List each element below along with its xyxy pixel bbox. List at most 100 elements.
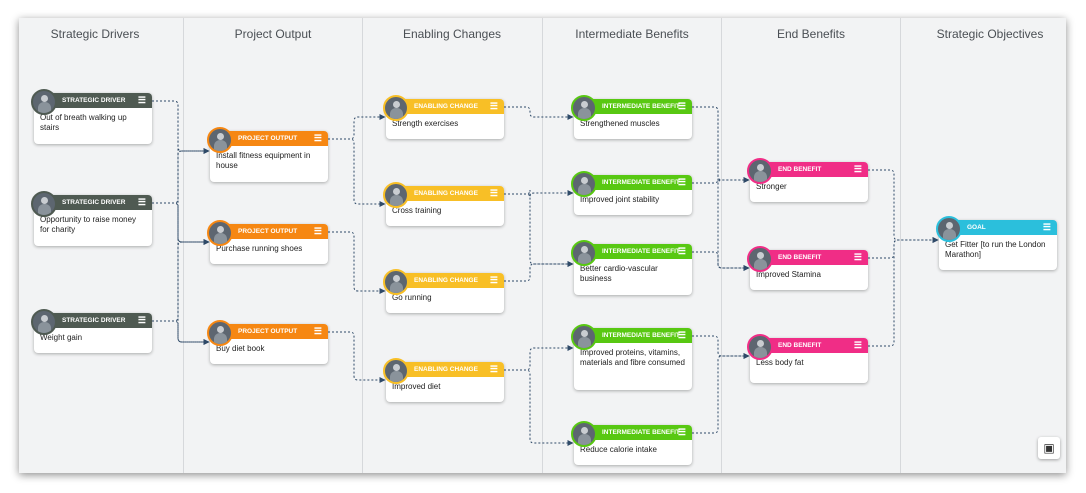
node-type-text: Intermediate Benefit bbox=[602, 103, 680, 110]
avatar bbox=[207, 220, 233, 246]
connector-sd3-po3 bbox=[152, 320, 210, 345]
avatar bbox=[383, 95, 409, 121]
avatar bbox=[571, 324, 597, 350]
connector-sd2-po1 bbox=[152, 148, 210, 204]
node-type-text: End Benefit bbox=[778, 166, 822, 173]
hamburger-menu-icon[interactable]: ☰ bbox=[489, 364, 498, 374]
node-text: Better cardio-vascular business bbox=[580, 264, 658, 283]
node-type-label: Intermediate Benefit☰ bbox=[574, 425, 692, 440]
avatar bbox=[571, 421, 597, 447]
column-title-strategic-objectives: Strategic Objectives bbox=[936, 27, 1044, 41]
connector-po2-ec3 bbox=[328, 231, 386, 294]
column-divider bbox=[721, 18, 722, 473]
node-intermediate-benefit[interactable]: Intermediate Benefit☰ Reduce calorie inta… bbox=[571, 421, 692, 465]
node-text: Get Fitter [to run the London Marathon] bbox=[945, 240, 1046, 259]
node-end-benefit[interactable]: End Benefit☰Less body fat bbox=[747, 334, 868, 383]
hamburger-menu-icon[interactable]: ☰ bbox=[489, 275, 498, 285]
avatar bbox=[936, 216, 962, 242]
node-text: Go running bbox=[392, 293, 432, 302]
node-project-output[interactable]: Project Output ☰ Purchase running shoes bbox=[207, 220, 328, 264]
node-text: Purchase running shoes bbox=[216, 244, 303, 253]
hamburger-menu-icon[interactable]: ☰ bbox=[137, 95, 146, 105]
node-goal[interactable]: Goal☰Get Fitter [to run the London Marat… bbox=[936, 216, 1057, 270]
column-title-intermediate-benefits: Intermediate Benefits bbox=[575, 27, 689, 41]
hamburger-menu-icon[interactable]: ☰ bbox=[1042, 222, 1051, 232]
hamburger-menu-icon[interactable]: ☰ bbox=[677, 330, 686, 340]
node-type-text: Intermediate Benefit bbox=[602, 248, 680, 255]
column-divider bbox=[542, 18, 543, 473]
hamburger-menu-icon[interactable]: ☰ bbox=[677, 427, 686, 437]
connector-ec1-ib1 bbox=[504, 106, 574, 120]
node-type-label: Strategic Driver ☰ bbox=[34, 313, 152, 328]
connector-ec2-ib2 bbox=[504, 189, 574, 198]
node-text: Cross training bbox=[392, 206, 442, 215]
node-type-label: Enabling Change ☰ bbox=[386, 362, 504, 377]
hamburger-menu-icon[interactable]: ☰ bbox=[313, 226, 322, 236]
connector-eb2-g1 bbox=[868, 237, 939, 259]
node-type-text: Strategic Driver bbox=[62, 317, 126, 324]
connector-ib1-eb1 bbox=[692, 106, 750, 183]
node-intermediate-benefit[interactable]: Intermediate Benefit☰Improved joint stab… bbox=[571, 171, 692, 215]
column-title-enabling-changes: Enabling Changes bbox=[402, 27, 502, 41]
connector-ec2-ib3 bbox=[504, 193, 574, 267]
hamburger-menu-icon[interactable]: ☰ bbox=[313, 133, 322, 143]
node-intermediate-benefit[interactable]: Intermediate Benefit☰ Improved proteins, … bbox=[571, 324, 692, 390]
node-enabling-change[interactable]: Enabling Change☰Improved diet bbox=[383, 358, 504, 402]
node-strategic-driver[interactable]: Strategic Driver☰Weight gain bbox=[31, 309, 152, 353]
node-type-text: End Benefit bbox=[778, 254, 822, 261]
node-project-output[interactable]: Project Output☰Install fitness equipment… bbox=[207, 127, 328, 182]
node-type-text: Enabling Change bbox=[414, 366, 478, 373]
connector-eb3-g1 bbox=[868, 237, 939, 347]
node-text: Improved proteins, vitamins, materials a… bbox=[580, 348, 685, 367]
connector-ib3-eb2 bbox=[692, 251, 750, 271]
hamburger-menu-icon[interactable]: ☰ bbox=[853, 252, 862, 262]
connector-sd1-po2 bbox=[152, 100, 210, 245]
hamburger-menu-icon[interactable]: ☰ bbox=[677, 101, 686, 111]
column-title-strategic-drivers: Strategic Drivers bbox=[50, 27, 140, 41]
node-strategic-driver[interactable]: Strategic Driver☰Opportunity to raise mo… bbox=[31, 191, 152, 246]
avatar bbox=[383, 182, 409, 208]
hamburger-menu-icon[interactable]: ☰ bbox=[677, 177, 686, 187]
node-type-text: End Benefit bbox=[778, 342, 822, 349]
node-type-label: Intermediate Benefit☰ bbox=[574, 328, 692, 343]
node-type-text: Enabling Change bbox=[414, 103, 478, 110]
hamburger-menu-icon[interactable]: ☰ bbox=[677, 246, 686, 256]
node-intermediate-benefit[interactable]: Intermediate Benefit☰ Better cardio-vascu… bbox=[571, 240, 692, 295]
node-enabling-change[interactable]: Enabling Change☰Go running bbox=[383, 269, 504, 313]
hamburger-menu-icon[interactable]: ☰ bbox=[853, 164, 862, 174]
connector-ec4-ib5 bbox=[504, 369, 574, 446]
fit-to-screen-button[interactable]: ▣ bbox=[1038, 437, 1060, 459]
node-type-text: Intermediate Benefit bbox=[602, 332, 680, 339]
node-text: Out of breath walking up stairs bbox=[40, 113, 127, 132]
hamburger-menu-icon[interactable]: ☰ bbox=[489, 188, 498, 198]
hamburger-menu-icon[interactable]: ☰ bbox=[853, 340, 862, 350]
connector-eb1-g1 bbox=[868, 169, 939, 243]
connector-ib1-eb2 bbox=[692, 106, 750, 271]
avatar bbox=[571, 171, 597, 197]
node-text: Install fitness equipment in house bbox=[216, 151, 311, 170]
node-type-label: Strategic Driver☰ bbox=[34, 195, 152, 210]
node-type-label: End Benefit ☰ bbox=[750, 250, 868, 265]
hamburger-menu-icon[interactable]: ☰ bbox=[313, 326, 322, 336]
connector-po3-ec4 bbox=[328, 331, 386, 383]
node-project-output[interactable]: Project Output☰Buy diet book bbox=[207, 320, 328, 364]
node-enabling-change[interactable]: Enabling Change☰Strength exercises bbox=[383, 95, 504, 139]
avatar bbox=[31, 191, 57, 217]
node-intermediate-benefit[interactable]: Intermediate Benefit☰Strengthened muscle… bbox=[571, 95, 692, 139]
node-type-label: Enabling Change☰ bbox=[386, 186, 504, 201]
connector-po1-ec2 bbox=[328, 138, 386, 207]
node-type-text: Project Output bbox=[238, 228, 298, 235]
node-enabling-change[interactable]: Enabling Change☰ Cross training bbox=[383, 182, 504, 226]
hamburger-menu-icon[interactable]: ☰ bbox=[489, 101, 498, 111]
node-type-label: Intermediate Benefit☰ bbox=[574, 244, 692, 259]
connector-sd1-po1 bbox=[152, 100, 210, 154]
node-end-benefit[interactable]: End Benefit☰Stronger bbox=[747, 158, 868, 202]
node-type-text: Strategic Driver bbox=[62, 97, 126, 104]
node-type-label: Intermediate Benefit☰ bbox=[574, 99, 692, 114]
hamburger-menu-icon[interactable]: ☰ bbox=[137, 197, 146, 207]
hamburger-menu-icon[interactable]: ☰ bbox=[137, 315, 146, 325]
node-text: Reduce calorie intake bbox=[580, 445, 657, 454]
column-title-project-output: Project Output bbox=[234, 27, 312, 41]
node-end-benefit[interactable]: End Benefit☰Improved Stamina bbox=[747, 246, 868, 290]
node-strategic-driver[interactable]: Strategic Driver ☰ Out of breath walking u… bbox=[31, 89, 152, 144]
